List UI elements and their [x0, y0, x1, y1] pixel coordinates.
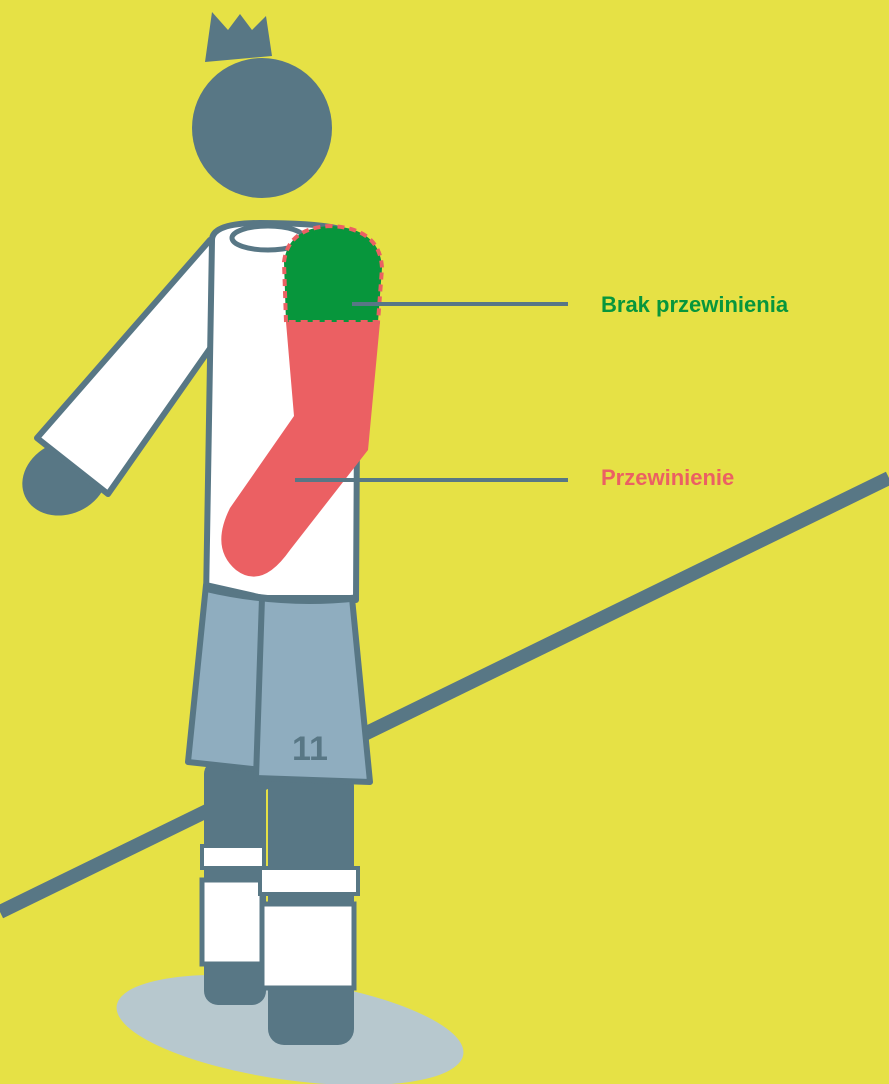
shirt-number: 11 [292, 730, 328, 768]
label-no-offence: Brak przewinienia [601, 292, 788, 318]
no-offence-zone [284, 226, 382, 322]
right-sock-band-top [260, 868, 358, 894]
hair [205, 12, 272, 62]
right-sock-band-bottom [262, 904, 354, 988]
head [192, 58, 332, 198]
left-sock-band-top [202, 846, 264, 868]
label-offence: Przewinienie [601, 465, 734, 491]
pitch-line [0, 478, 889, 912]
left-sock-band-bottom [202, 880, 262, 964]
